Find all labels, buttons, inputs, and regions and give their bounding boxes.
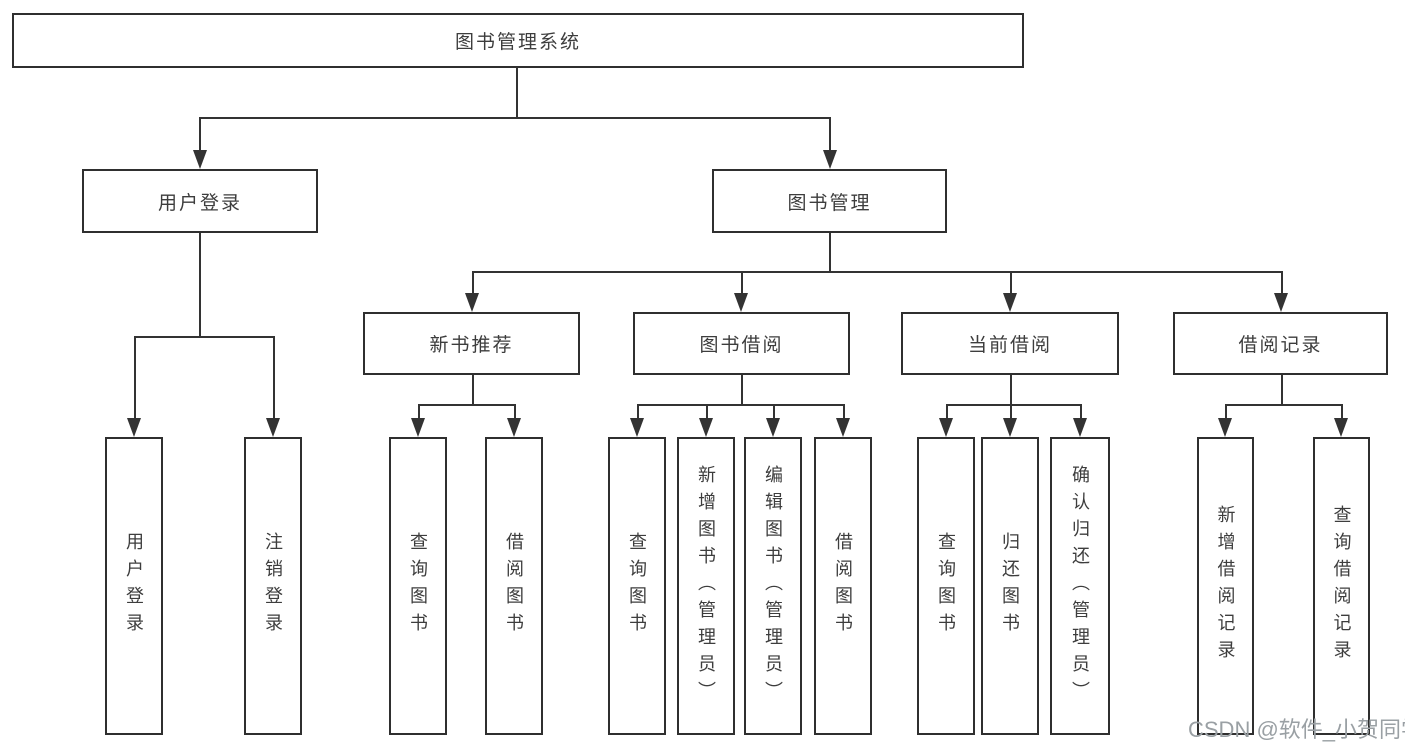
connector-line <box>516 67 518 118</box>
node-book-management: 图书管理 <box>712 169 947 233</box>
connector-line <box>829 117 831 151</box>
connector-line <box>1341 404 1343 419</box>
node-root: 图书管理系统 <box>12 13 1024 68</box>
leaf-records-query-record-label: 查询借阅记录 <box>1331 505 1352 667</box>
arrow-down-icon <box>836 418 850 437</box>
leaf-logout: 注销登录 <box>244 437 302 735</box>
connector-line <box>199 233 201 337</box>
connector-line <box>741 271 743 293</box>
connector-line <box>514 404 516 419</box>
leaf-current-query-books: 查询图书 <box>917 437 975 735</box>
node-root-label: 图书管理系统 <box>454 32 581 53</box>
arrow-down-icon <box>193 150 207 169</box>
node-borrowing-records-label: 借阅记录 <box>1238 335 1323 356</box>
arrow-down-icon <box>939 418 953 437</box>
node-book-borrowing: 图书借阅 <box>633 312 850 375</box>
arrow-down-icon <box>734 293 748 312</box>
arrow-down-icon <box>1334 418 1348 437</box>
connector-line <box>273 336 275 419</box>
connector-line <box>418 404 515 406</box>
leaf-borrowing-query-books-label: 查询图书 <box>627 532 647 640</box>
arrow-down-icon <box>1218 418 1232 437</box>
node-user-login: 用户登录 <box>82 169 318 233</box>
arrow-down-icon <box>1073 418 1087 437</box>
arrow-down-icon <box>127 418 141 437</box>
leaf-borrowing-add-books-admin: 新增图书（管理员） <box>677 437 735 735</box>
leaf-borrowing-edit-books-admin: 编辑图书（管理员） <box>744 437 802 735</box>
arrow-down-icon <box>411 418 425 437</box>
connector-line <box>1281 375 1283 406</box>
leaf-current-query-books-label: 查询图书 <box>936 532 956 640</box>
node-book-management-label: 图书管理 <box>787 192 872 214</box>
connector-line <box>773 404 775 419</box>
leaf-borrowing-borrow-books: 借阅图书 <box>814 437 872 735</box>
arrow-down-icon <box>766 418 780 437</box>
node-current-borrowing: 当前借阅 <box>901 312 1119 375</box>
leaf-user-login-label: 用户登录 <box>124 532 144 640</box>
arrow-down-icon <box>823 150 837 169</box>
connector-line <box>843 404 845 419</box>
connector-line <box>134 336 136 419</box>
connector-line <box>1225 404 1227 419</box>
connector-line <box>1010 404 1012 419</box>
connector-line <box>946 404 1081 406</box>
connector-line <box>1010 375 1012 406</box>
leaf-recommend-borrow-books: 借阅图书 <box>485 437 543 735</box>
arrow-down-icon <box>1003 418 1017 437</box>
connector-line <box>741 375 743 406</box>
leaf-user-login: 用户登录 <box>105 437 163 735</box>
arrow-down-icon <box>465 293 479 312</box>
connector-line <box>706 404 708 419</box>
node-user-login-label: 用户登录 <box>157 192 242 214</box>
leaf-current-return-books: 归还图书 <box>981 437 1039 735</box>
connector-line <box>637 404 844 406</box>
connector-line <box>199 117 201 151</box>
leaf-records-query-record: 查询借阅记录 <box>1313 437 1370 735</box>
connector-line <box>637 404 639 419</box>
leaf-current-return-books-label: 归还图书 <box>1000 532 1020 640</box>
node-new-book-recommend-label: 新书推荐 <box>429 335 514 356</box>
leaf-recommend-query-books: 查询图书 <box>389 437 447 735</box>
arrow-down-icon <box>1274 293 1288 312</box>
leaf-records-add-record-label: 新增借阅记录 <box>1215 505 1236 667</box>
csdn-watermark: CSDN @软件_小贺同学 <box>1188 717 1405 742</box>
leaf-borrowing-query-books: 查询图书 <box>608 437 666 735</box>
connector-line <box>1225 404 1342 406</box>
connector-line <box>418 404 420 419</box>
node-borrowing-records: 借阅记录 <box>1173 312 1388 375</box>
connector-line <box>829 233 831 273</box>
node-new-book-recommend: 新书推荐 <box>363 312 580 375</box>
node-book-borrowing-label: 图书借阅 <box>699 335 784 356</box>
connector-line <box>1010 271 1012 293</box>
connector-line <box>199 117 831 119</box>
leaf-current-confirm-return-admin-label: 确认归还（管理员） <box>1070 464 1090 708</box>
leaf-current-confirm-return-admin: 确认归还（管理员） <box>1050 437 1110 735</box>
leaf-records-add-record: 新增借阅记录 <box>1197 437 1254 735</box>
arrow-down-icon <box>1003 293 1017 312</box>
leaf-borrowing-add-books-admin-label: 新增图书（管理员） <box>696 464 716 708</box>
leaf-borrowing-borrow-books-label: 借阅图书 <box>833 532 853 640</box>
leaf-recommend-borrow-books-label: 借阅图书 <box>504 532 524 640</box>
connector-line <box>472 271 474 293</box>
leaf-borrowing-edit-books-admin-label: 编辑图书（管理员） <box>763 464 783 708</box>
connector-line <box>1080 404 1082 419</box>
leaf-recommend-query-books-label: 查询图书 <box>408 532 428 640</box>
connector-line <box>472 271 1282 273</box>
arrow-down-icon <box>630 418 644 437</box>
leaf-logout-label: 注销登录 <box>263 532 283 640</box>
connector-line <box>134 336 275 338</box>
node-current-borrowing-label: 当前借阅 <box>967 335 1052 356</box>
arrow-down-icon <box>699 418 713 437</box>
arrow-down-icon <box>266 418 280 437</box>
arrow-down-icon <box>507 418 521 437</box>
connector-line <box>472 375 474 406</box>
connector-line <box>946 404 948 419</box>
connector-line <box>1281 271 1283 293</box>
